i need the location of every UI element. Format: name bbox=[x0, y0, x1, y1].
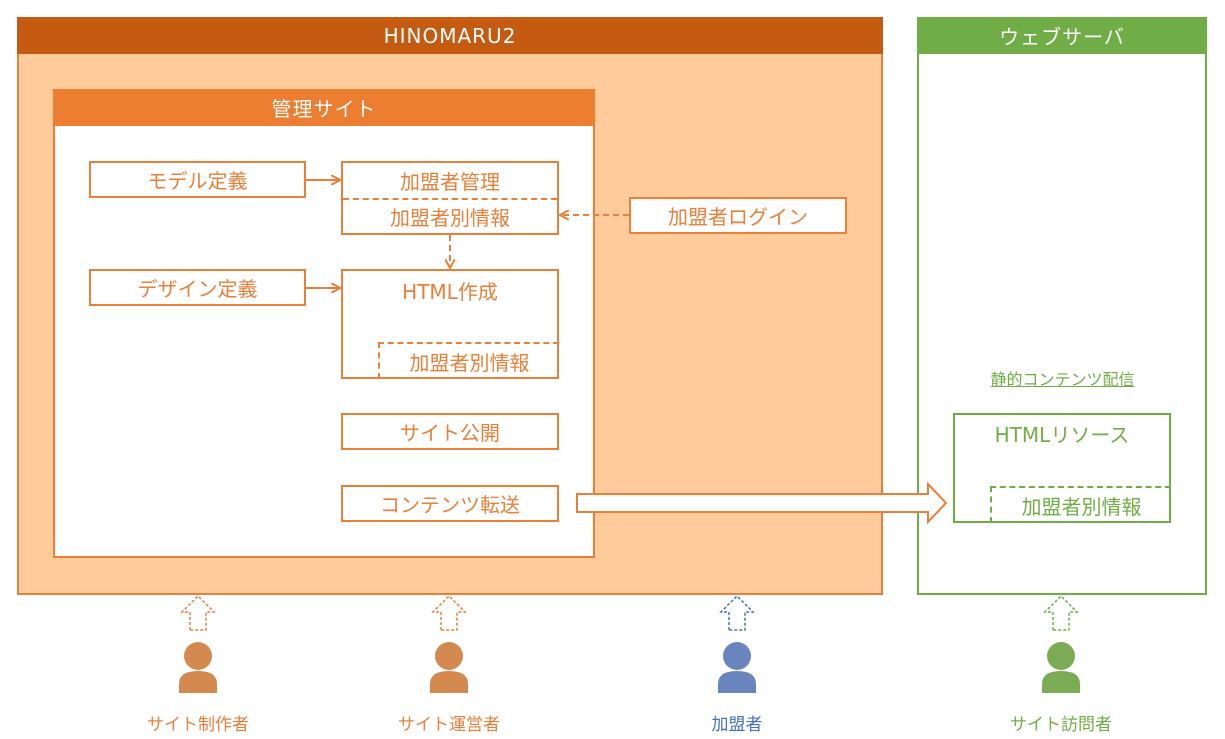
member-info-label: 加盟者別情報 bbox=[390, 206, 510, 230]
actor-label-site-visitor: サイト訪問者 bbox=[1010, 715, 1112, 735]
html-resource-label: HTMLリソース bbox=[994, 422, 1130, 447]
actor1-up-arrow bbox=[180, 594, 216, 631]
actor-label-site-operator: サイト運営者 bbox=[398, 715, 500, 735]
transfer-arrow bbox=[576, 481, 948, 525]
actor2-up-arrow bbox=[431, 594, 467, 631]
web-member-info-label: 加盟者別情報 bbox=[1021, 495, 1142, 519]
actor2-person-icon bbox=[430, 642, 468, 693]
html-member-info-box: 加盟者別情報 bbox=[378, 342, 559, 379]
html-create-box: HTML作成 加盟者別情報 bbox=[341, 269, 559, 379]
actor1-person-icon bbox=[179, 642, 217, 693]
site-publish-box: サイト公開 bbox=[341, 413, 559, 450]
html-member-info-label: 加盟者別情報 bbox=[409, 351, 530, 375]
actor-label-site-creator: サイト制作者 bbox=[147, 715, 249, 735]
html-resource-box: HTMLリソース 加盟者別情報 bbox=[953, 413, 1171, 523]
model-def-box: モデル定義 bbox=[89, 161, 306, 198]
member-mgmt-divider bbox=[343, 198, 557, 200]
design-def-box: デザイン定義 bbox=[89, 269, 306, 306]
content-transfer-box: コンテンツ転送 bbox=[341, 485, 559, 522]
member-login-box: 加盟者ログイン bbox=[629, 197, 847, 234]
web-member-info-box: 加盟者別情報 bbox=[990, 486, 1171, 523]
webserver-title: ウェブサーバ bbox=[917, 17, 1207, 54]
actor3-up-arrow bbox=[719, 594, 755, 631]
actor-label-member: 加盟者 bbox=[711, 715, 763, 735]
hinomaru-title: HINOMARU2 bbox=[17, 17, 883, 54]
admin-title: 管理サイト bbox=[53, 89, 595, 126]
html-create-label: HTML作成 bbox=[402, 279, 498, 304]
static-content-link[interactable]: 静的コンテンツ配信 bbox=[990, 370, 1135, 389]
member-mgmt-box: 加盟者管理 加盟者別情報 bbox=[341, 161, 559, 235]
member-mgmt-label: 加盟者管理 bbox=[400, 170, 500, 194]
actor4-up-arrow bbox=[1043, 594, 1079, 631]
actor3-person-icon bbox=[718, 642, 756, 693]
actor4-person-icon bbox=[1042, 642, 1080, 693]
